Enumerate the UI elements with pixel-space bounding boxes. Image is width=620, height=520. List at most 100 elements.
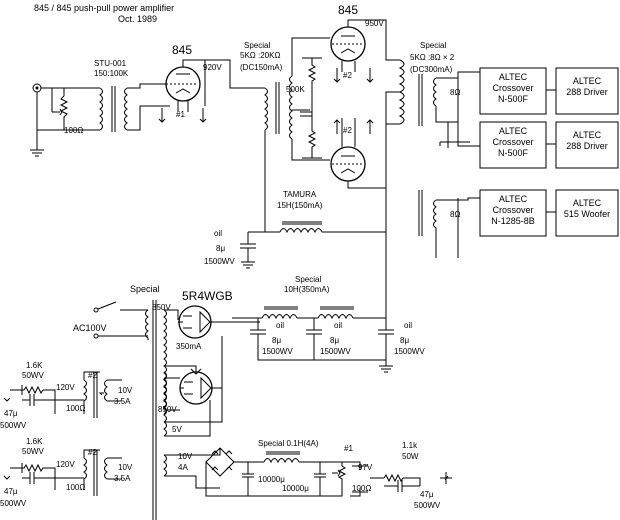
- driver-heater-out: 97V: [358, 463, 373, 472]
- driver-heater-ref: #1: [344, 444, 353, 453]
- driver-ref: #1: [176, 110, 185, 119]
- driver-heater-cap-rating: 500WV: [414, 501, 441, 510]
- speaker-3: ALTEC Crossover N-1285-8B ALTEC 515 Woof…: [479, 189, 619, 237]
- speaker-3-driver-brand: ALTEC: [573, 198, 602, 208]
- ac-label: AC100V: [73, 323, 107, 333]
- driver-heater-r-value: 1.1k: [402, 441, 418, 450]
- date: Oct. 1989: [118, 14, 157, 24]
- interstage-resistor-label: 500K: [286, 85, 305, 94]
- choke1-name: TAMURA: [283, 190, 317, 199]
- output-tube-upper: [330, 19, 400, 83]
- heater2-voltage: 120V: [56, 460, 75, 469]
- heater2-ref: #2: [88, 448, 97, 457]
- interstage-current: (DC150mA): [240, 63, 283, 72]
- rectifier-tube-lower: [179, 371, 222, 405]
- title: 845 / 845 push-pull power amplifier: [34, 3, 174, 13]
- driver-heater-cap-a: 10000μ: [258, 475, 285, 484]
- heater2-pot: 100Ω: [66, 483, 85, 492]
- output-upper-ref: #2: [343, 71, 352, 80]
- heater2-out-current: 3.5A: [114, 474, 131, 483]
- rect-heater-label: 5V: [172, 425, 182, 434]
- output-tap-upper: 8Ω: [450, 88, 460, 97]
- heater1-voltage: 120V: [56, 383, 75, 392]
- driver-plate-voltage: 920V: [203, 63, 222, 72]
- speaker-1-driver-brand: ALTEC: [573, 76, 602, 86]
- driver-heater-choke: Special 0.1H(4A): [258, 439, 319, 448]
- driver-heater-pot: 100Ω: [352, 484, 371, 493]
- input-transformer: [64, 83, 170, 132]
- heater1-cap: 47μ: [4, 409, 18, 418]
- speaker-1-crossover-brand: ALTEC: [499, 72, 528, 82]
- speaker-1-crossover-line2: Crossover: [492, 83, 533, 93]
- cap3-rating: 1500WV: [320, 347, 351, 356]
- output-plate-voltage: 950V: [365, 19, 384, 28]
- heater2-r-value: 1.6K: [26, 437, 43, 446]
- driver-tube-845: [165, 59, 206, 106]
- cap1: [240, 232, 256, 269]
- output-transformer-label: Special: [420, 41, 446, 50]
- heater1-pot: 100Ω: [66, 404, 85, 413]
- main-choke-label: Special: [295, 275, 321, 284]
- output-tube-label: 845: [338, 3, 358, 17]
- output-transformer-spec: 5KΩ :8Ω × 2: [410, 53, 455, 62]
- heater2-r-watt: 50WV: [22, 447, 44, 456]
- rect-current: 350mA: [176, 342, 202, 351]
- heater1-r-value: 1.6K: [26, 361, 43, 370]
- speaker-2-crossover-line2: Crossover: [492, 137, 533, 147]
- speaker-1: ALTEC Crossover N-500F ALTEC 288 Driver: [479, 67, 619, 115]
- speaker-2-crossover-brand: ALTEC: [499, 126, 528, 136]
- output-tube-lower: [330, 118, 400, 189]
- cap1-value: 8μ: [216, 244, 225, 253]
- input-potentiometer: [37, 88, 69, 131]
- pt-hv-upper: 850V: [152, 303, 171, 312]
- cap4-value: 8μ: [400, 336, 409, 345]
- cap2-value: 8μ: [272, 336, 281, 345]
- rectifier-tube-upper: [178, 305, 260, 339]
- cap1-rating: 1500WV: [204, 257, 235, 266]
- grid-resistors: [300, 57, 322, 159]
- output-tap-lower: 8Ω: [450, 210, 460, 219]
- speaker-2: ALTEC Crossover N-500F ALTEC 288 Driver: [479, 121, 619, 169]
- speaker-2-crossover-model: N-500F: [498, 148, 529, 158]
- pt-hv-lower: 850V: [158, 405, 177, 414]
- driver-heater-secondary-current: 4A: [178, 463, 188, 472]
- heater2-out: 10V: [118, 463, 133, 472]
- output-transformer-current: (DC300mA): [410, 65, 453, 74]
- driver-heater-r-watt: 50W: [402, 452, 419, 461]
- speaker-3-crossover-line2: Crossover: [492, 205, 533, 215]
- heater2-circuit: [3, 449, 122, 496]
- driver-plate-wire: [205, 59, 265, 89]
- power-transformer: [145, 300, 223, 520]
- heater1-circuit: [3, 371, 122, 418]
- cap4-rating: 1500WV: [394, 347, 425, 356]
- heater1-cap-rating: 500WV: [0, 421, 27, 430]
- heater1-ref: #2: [88, 371, 97, 380]
- heater2-cap: 47μ: [4, 487, 18, 496]
- driver-heater-secondary: 10V: [178, 452, 193, 461]
- driver-filament-leads: [158, 100, 207, 123]
- heater2-cap-rating: 500WV: [0, 499, 27, 508]
- heater1-out: 10V: [118, 386, 133, 395]
- output-transformer: [385, 59, 480, 258]
- rectifier-label: 5R4WGB: [182, 289, 233, 303]
- interstage-spec: 5KΩ :20KΩ: [240, 51, 280, 60]
- speaker-3-driver-model: 515 Woofer: [564, 209, 610, 219]
- speaker-2-driver-model: 288 Driver: [566, 141, 608, 151]
- driver-tube-label: 845: [172, 43, 192, 57]
- input-jack: [30, 83, 65, 157]
- interstage-label: Special: [244, 41, 270, 50]
- heater1-r-watt: 50WV: [22, 371, 44, 380]
- choke1-spec: 15H(150mA): [277, 201, 323, 210]
- speaker-1-crossover-model: N-500F: [498, 94, 529, 104]
- cap1-type: oil: [214, 229, 222, 238]
- filter-cap-1: [250, 318, 386, 361]
- choke1: [248, 221, 386, 234]
- pt-label: Special: [130, 284, 160, 294]
- ac-input: [93, 301, 148, 339]
- cap4-type: oil: [404, 321, 412, 330]
- filter-cap-3: [378, 318, 394, 373]
- driver-heater-cap-b: 10000μ: [282, 484, 309, 493]
- speaker-1-driver-model: 288 Driver: [566, 87, 608, 97]
